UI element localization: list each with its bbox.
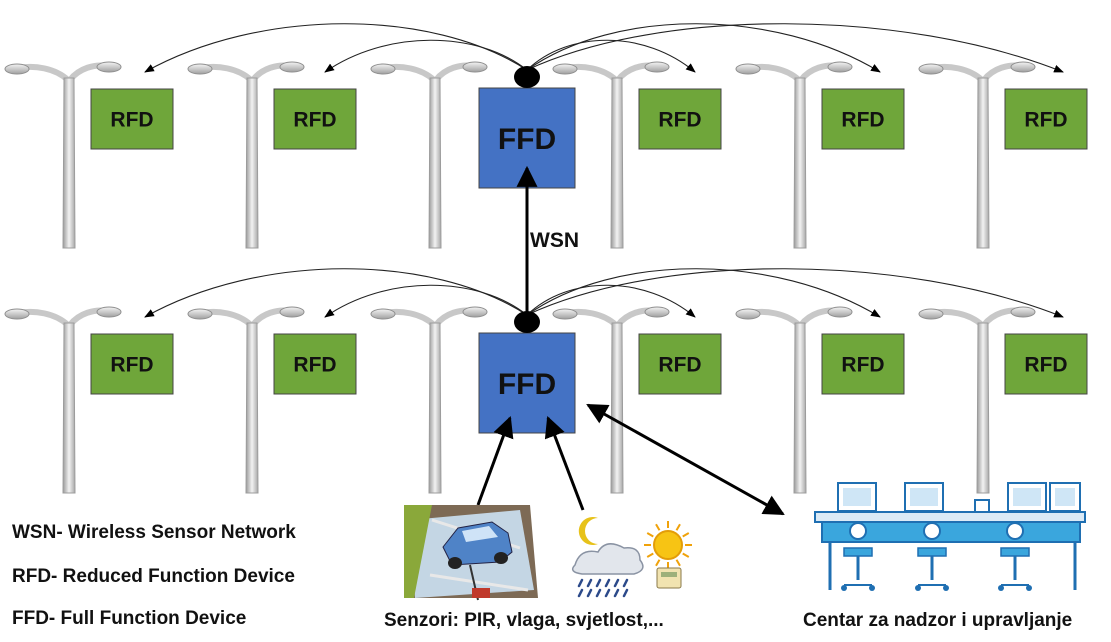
rfd-box-label: RFD	[293, 109, 336, 132]
legend-rfd: RFD- Reduced Function Device	[12, 566, 295, 587]
rfd-box: RFD	[821, 88, 905, 150]
broadcast-arc	[526, 23, 1064, 73]
street-lamp-icon	[4, 306, 122, 494]
street-lamp-icon	[370, 306, 488, 494]
rfd-box: RFD	[90, 333, 174, 395]
control-room-icon	[814, 482, 1086, 591]
broadcast-arc	[526, 268, 1064, 318]
rfd-box: RFD	[638, 88, 722, 150]
broadcast-arc	[526, 39, 696, 73]
legend-wsn: WSN- Wireless Sensor Network	[12, 522, 296, 543]
rfd-box-label: RFD	[1024, 109, 1067, 132]
street-lamp-icon	[918, 306, 1036, 494]
street-lamp-icon	[552, 61, 670, 249]
wsn-link-label: WSN	[530, 229, 579, 252]
street-lamp-icon	[735, 306, 853, 494]
sensors-caption: Senzori: PIR, vlaga, svjetlost,...	[384, 610, 664, 631]
street-lamp-icon	[370, 61, 488, 249]
rfd-box-label: RFD	[110, 109, 153, 132]
rfd-box-label: RFD	[658, 109, 701, 132]
rfd-box-label: RFD	[841, 109, 884, 132]
street-lamp-icon	[4, 61, 122, 249]
legend-ffd: FFD- Full Function Device	[12, 608, 247, 629]
control-center-caption: Centar za nadzor i upravljanje	[803, 610, 1073, 631]
rfd-box-label: RFD	[1024, 354, 1067, 377]
street-lamp-icon	[187, 306, 305, 494]
ffd-box: FFD	[478, 332, 576, 434]
weather-sensor-arrow	[544, 416, 585, 511]
rfd-box: RFD	[90, 88, 174, 150]
control-center-arrow	[586, 403, 785, 516]
street-lamp-icon	[735, 61, 853, 249]
broadcast-arc	[526, 23, 881, 73]
street-lamp-icon	[187, 61, 305, 249]
rfd-box-label: RFD	[658, 354, 701, 377]
car-sensor-icon	[404, 505, 538, 601]
rfd-box-label: RFD	[293, 354, 336, 377]
car-sensor-arrow	[476, 416, 514, 506]
rfd-box: RFD	[1004, 333, 1088, 395]
broadcast-arc	[526, 268, 881, 318]
rfd-box: RFD	[638, 333, 722, 395]
rfd-box: RFD	[821, 333, 905, 395]
rfd-box: RFD	[273, 333, 357, 395]
rfd-box-label: RFD	[841, 354, 884, 377]
weather-sensor-icon	[571, 517, 692, 598]
antenna-dot	[514, 66, 540, 88]
antenna-dot	[514, 311, 540, 333]
rfd-box-label: RFD	[110, 354, 153, 377]
rfd-box: RFD	[273, 88, 357, 150]
street-lamp-icon	[918, 61, 1036, 249]
broadcast-arc	[526, 284, 696, 318]
broadcast-arc	[324, 39, 528, 73]
ffd-box-label: FFD	[498, 123, 556, 156]
broadcast-arc	[324, 284, 528, 318]
rfd-box: RFD	[1004, 88, 1088, 150]
ffd-box-label: FFD	[498, 368, 556, 401]
